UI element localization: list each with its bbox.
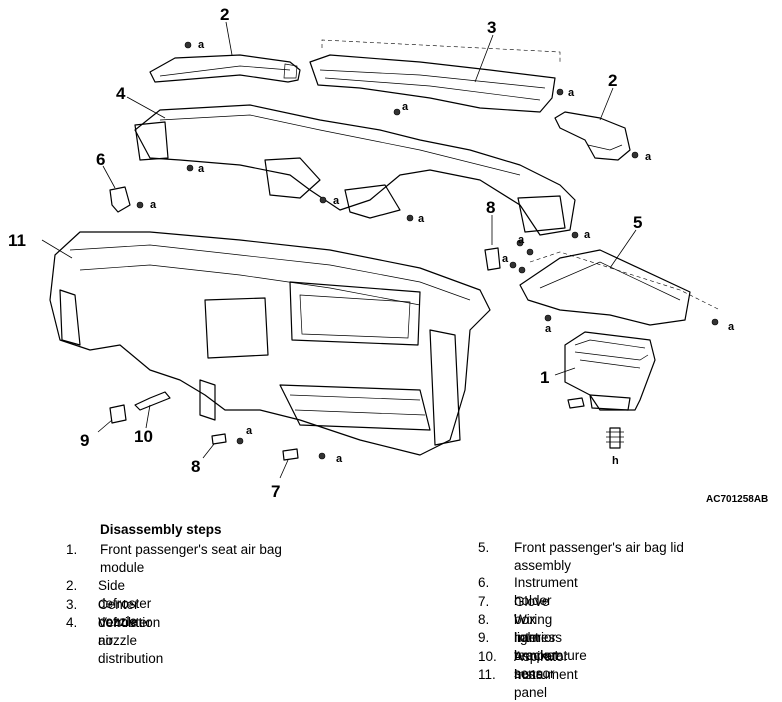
- callout-1: 1: [540, 368, 549, 387]
- legend-item-text: Interior temperature sensor: [514, 630, 587, 681]
- legend-item-number: 4.: [66, 615, 78, 630]
- legend-item-text: Center defroster nozzle: [98, 597, 152, 648]
- glove-box-light-bracket: [282, 448, 326, 461]
- callout-8-upper: 8: [486, 198, 495, 217]
- fastener-label: a: [418, 213, 425, 225]
- legend-item-text: Wiring harness bracket: [514, 612, 563, 663]
- wiring-harness-bracket-upper: [484, 239, 534, 274]
- legend-item-text: Instrument holder: [514, 575, 578, 608]
- callout-2-right: 2: [608, 71, 617, 90]
- fastener-label: a: [333, 195, 340, 207]
- callout-3: 3: [487, 18, 496, 37]
- instrument-panel: [49, 231, 491, 456]
- figure-reference-code: AC701258AB: [706, 494, 768, 505]
- callout-10: 10: [134, 427, 153, 446]
- center-defroster-nozzle: [309, 39, 564, 113]
- fastener-label: a: [518, 234, 525, 246]
- air-bag-lid-assembly: [519, 249, 721, 326]
- fastener-label: a: [150, 199, 157, 211]
- legend-item-number: 6.: [478, 575, 490, 590]
- fastener-label: a: [502, 253, 509, 265]
- legend-item-number: 1.: [66, 542, 78, 557]
- exploded-view-diagram: a 2 a 3 a 2 a a a a a 4: [8, 5, 768, 505]
- callout-11: 11: [8, 231, 26, 250]
- legend-item-text: Ventilation air distribution: [98, 615, 164, 666]
- callout-4: 4: [116, 84, 126, 103]
- instrument-holder: [109, 186, 144, 213]
- legend-item-text: Front passenger's seat air bag module: [100, 542, 282, 575]
- ventilation-air-distribution: [134, 104, 579, 239]
- fastener-label: a: [568, 87, 575, 99]
- legend-item-number: 11.: [478, 667, 496, 682]
- callout-9: 9: [80, 431, 89, 450]
- fastener-label: a: [336, 453, 343, 465]
- fastener-label: a: [584, 229, 591, 241]
- legend-item-number: 8.: [478, 612, 490, 627]
- legend-item-text: Front passenger's air bag lid assembly: [514, 540, 684, 573]
- callout-8-lower: 8: [191, 457, 200, 476]
- legend-item-text: Aspirator hose: [514, 649, 569, 682]
- passenger-air-bag-module: [564, 331, 656, 449]
- callout-5: 5: [633, 213, 642, 232]
- legend-item-text: Glove box light bracket: [514, 594, 559, 663]
- callout-2-left: 2: [220, 5, 229, 24]
- callout-h: h: [612, 455, 619, 467]
- callout-7: 7: [271, 482, 280, 501]
- fastener-label: a: [728, 321, 735, 333]
- interior-temperature-sensor: [109, 404, 127, 424]
- legend-item-number: 7.: [478, 594, 490, 609]
- legend-item-number: 9.: [478, 630, 490, 645]
- legend-item-number: 2.: [66, 578, 78, 593]
- legend-item-number: 3.: [66, 597, 78, 612]
- side-defroster-nozzle-left: [149, 41, 301, 83]
- legend-item-number: 5.: [478, 540, 490, 555]
- fastener-label: a: [246, 425, 253, 437]
- fastener-label: a: [645, 151, 652, 163]
- side-defroster-nozzle-right: [554, 111, 639, 161]
- fastener-label: a: [198, 163, 205, 175]
- legend-item-text: Instrument panel: [514, 667, 578, 700]
- aspirator-hose: [134, 391, 171, 411]
- fastener-label: a: [198, 39, 205, 51]
- fastener-label: a: [545, 323, 552, 335]
- legend-item-number: 10.: [478, 649, 497, 664]
- legend-item-text: Side defroster nozzle: [98, 578, 152, 629]
- fastener-label: a: [402, 101, 409, 113]
- wiring-harness-bracket-lower: [211, 433, 244, 445]
- callout-6: 6: [96, 150, 105, 169]
- legend-title: Disassembly steps: [100, 522, 222, 537]
